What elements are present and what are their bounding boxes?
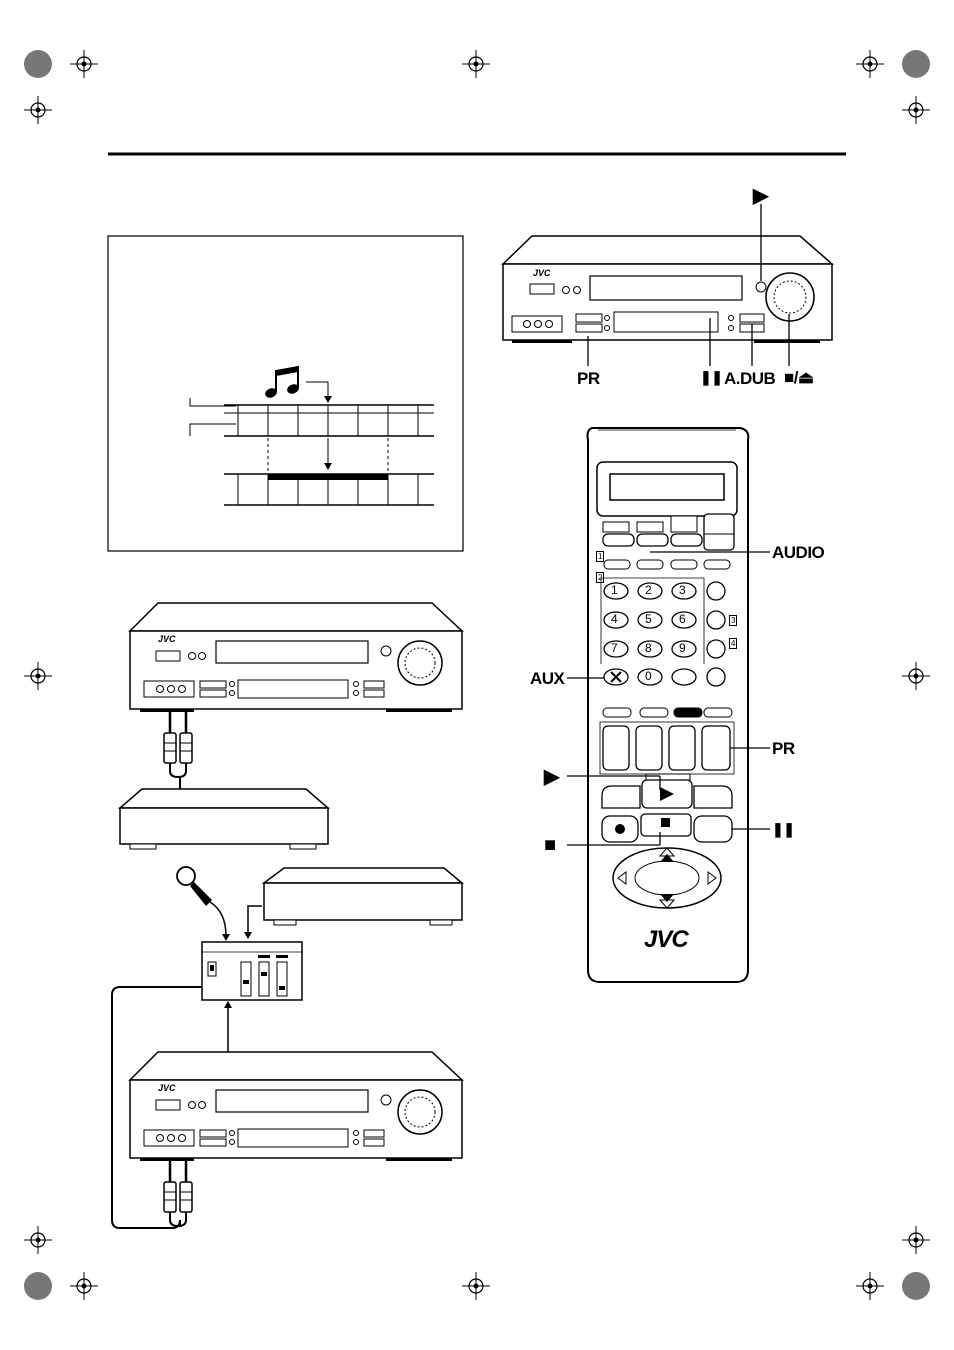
pr-label-remote: PR — [772, 739, 795, 759]
remote-key-2: 2 — [645, 583, 651, 597]
remote-key-0: 0 — [645, 669, 651, 683]
play-label-remote: ▶ — [544, 764, 559, 789]
stop-label-remote: ■ — [544, 834, 556, 857]
vcr-recording — [130, 1052, 462, 1161]
remote-brand: JVC — [644, 926, 688, 954]
remote-key-1: 1 — [611, 583, 617, 597]
remote-key-9: 9 — [679, 641, 685, 655]
audio-mixer — [202, 942, 302, 1052]
vcr-brand-middle: JVC — [158, 634, 176, 644]
remote-key-8: 8 — [645, 641, 651, 655]
remote-key-4: 4 — [611, 612, 617, 626]
vcr-brand-bottom: JVC — [158, 1083, 176, 1093]
pause-label-remote: ❚❚ — [772, 821, 794, 838]
pr-label-vcr: PR — [577, 369, 600, 389]
remote-key-6: 6 — [679, 612, 685, 626]
tape-diagram — [108, 236, 463, 551]
rca-cable-lower — [164, 1158, 192, 1226]
vcr-playback — [130, 603, 462, 712]
audio-source-device — [244, 868, 462, 939]
stop-eject-label: ■/⏏ — [784, 368, 814, 388]
remote-marker-4: 4 — [729, 638, 737, 649]
rca-cable-upper — [164, 709, 192, 777]
remote-marker-1: 1 — [596, 551, 604, 562]
remote-control — [588, 428, 749, 982]
play-label-top: ▶ — [753, 183, 768, 208]
remote-key-5: 5 — [645, 612, 651, 626]
remote-marker-2: 2 — [596, 572, 604, 583]
aux-label: AUX — [530, 669, 564, 689]
vcr-front-panel — [503, 204, 832, 366]
source-device — [120, 789, 328, 849]
audio-label: AUDIO — [772, 543, 824, 563]
adub-label: A.DUB — [724, 369, 775, 389]
microphone-icon — [177, 867, 230, 941]
pause-label-vcr: ❚❚ — [700, 369, 722, 386]
remote-key-3: 3 — [679, 583, 685, 597]
vcr-brand-top: JVC — [533, 268, 551, 278]
remote-key-7: 7 — [611, 641, 617, 655]
remote-marker-3: 3 — [729, 615, 737, 626]
